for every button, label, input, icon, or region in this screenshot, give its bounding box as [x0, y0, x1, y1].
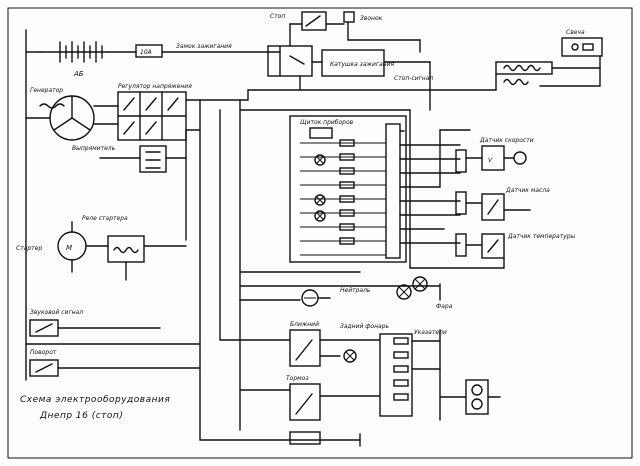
- front-light-lamps: [396, 276, 428, 300]
- caption-line-2: Днепр 16 (стоп): [39, 411, 123, 421]
- generator-label: Генератор: [30, 87, 63, 94]
- sparkplug-box: [561, 37, 603, 57]
- instrument-panel: [289, 115, 407, 263]
- bottom-resistor: [289, 431, 321, 445]
- oil-sensor: [481, 193, 505, 221]
- panel-rows: [300, 142, 386, 256]
- front-light-label: Фара: [436, 303, 453, 310]
- coil-block-label: Катушка зажигания: [330, 61, 395, 68]
- rectifier-label: Выпрямитель: [72, 145, 116, 152]
- stop-switch-label: Стоп-сигнал: [394, 75, 433, 82]
- rectifier-relay: [139, 145, 167, 173]
- lower-right-lamps: [465, 379, 489, 415]
- fuse-label: 10А: [140, 49, 152, 56]
- turn-signals-label: Указатели: [414, 329, 447, 336]
- frame: [7, 7, 633, 459]
- fuse-icon: [135, 44, 163, 58]
- svg-text:V: V: [488, 157, 493, 164]
- stop-relay: [301, 11, 355, 31]
- horn-label: Звуковой сигнал: [30, 309, 83, 316]
- turn-switch-label: Поворот: [30, 349, 57, 356]
- stop-relay-label: Стоп: [270, 13, 285, 20]
- regulator-label: Регулятор напряжения: [118, 83, 192, 90]
- turn-signal-bank: [379, 333, 413, 417]
- panel-lamps: [314, 139, 355, 245]
- speed-sensor-label: Датчик скорости: [479, 137, 534, 144]
- connector-blocks: [455, 149, 467, 257]
- dimmer-label: Ближний: [290, 321, 319, 328]
- caption-line-1: Схема электрооборудования: [20, 395, 170, 405]
- battery-label: АБ: [73, 70, 84, 78]
- instrument-panel-label: Щиток приборов: [300, 119, 354, 126]
- ignition-coil-block: [321, 49, 385, 77]
- battery-icon: [39, 41, 109, 63]
- ignition-lock: [267, 45, 313, 77]
- rear-lamp: [343, 349, 357, 363]
- beep-label: Звонок: [360, 15, 383, 22]
- temp-sensor-label: Датчик температуры: [507, 233, 576, 240]
- temp-sensor: [481, 233, 505, 259]
- rectifier-block: [117, 91, 187, 141]
- rear-light-label: Задний фонарь: [340, 323, 390, 330]
- ignition-coil-icon: [495, 61, 553, 86]
- starter-relay-label: Реле стартера: [82, 215, 128, 222]
- sparkplug-label: Свеча: [566, 29, 585, 36]
- oil-sensor-label: Датчик масла: [505, 187, 550, 194]
- brake-label: Тормоз: [286, 375, 309, 382]
- turn-switch: [29, 359, 59, 377]
- brake-switch: [289, 383, 321, 421]
- starter-relay: [107, 235, 145, 263]
- horn-switch: [29, 319, 59, 337]
- neutral-label: Нейтраль: [340, 287, 371, 294]
- neutral-lamp: [301, 289, 319, 307]
- svg-text:M: M: [66, 244, 72, 252]
- dimmer-switch: [289, 329, 321, 367]
- starter-label: Стартер: [16, 245, 42, 252]
- starter-icon: M: [57, 231, 87, 261]
- ignition-lock-label: Замок зажигания: [176, 43, 232, 50]
